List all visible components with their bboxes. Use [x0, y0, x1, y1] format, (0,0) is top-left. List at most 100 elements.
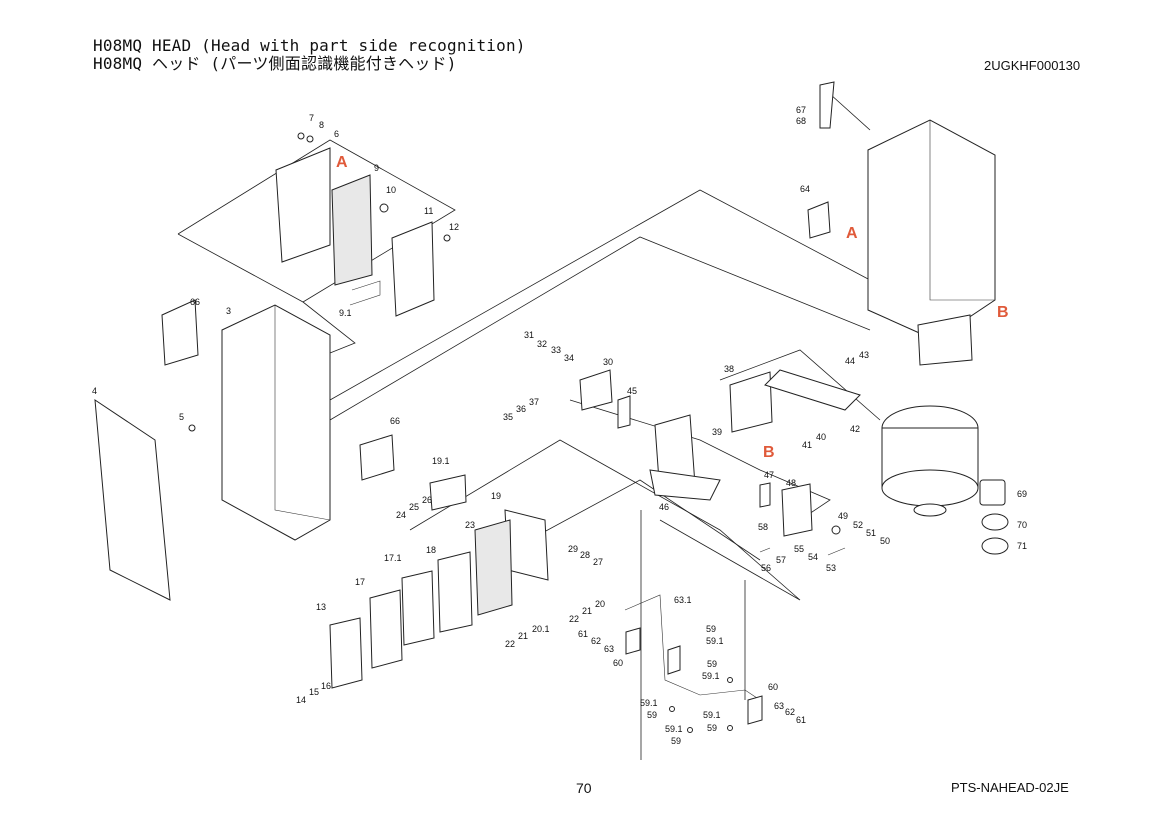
callout: 25 — [409, 502, 419, 512]
callout: 14 — [296, 695, 306, 705]
callout: 51 — [866, 528, 876, 538]
callout: 66 — [390, 416, 400, 426]
document-id: 2UGKHF000130 — [984, 58, 1081, 73]
head-main-frame — [807, 81, 996, 366]
callout: 24 — [396, 510, 406, 520]
callout: 35 — [503, 412, 513, 422]
callout: 68 — [796, 116, 806, 126]
callout: 38 — [724, 364, 734, 374]
callout: 18 — [426, 545, 436, 555]
callout: 59 — [706, 624, 716, 634]
ref-letter-a-upper-left: A — [336, 154, 348, 171]
callout: 19.1 — [432, 456, 450, 466]
callout: 63.1 — [674, 595, 692, 605]
ref-letters: A A B B — [336, 154, 1009, 461]
callout: 61 — [796, 715, 806, 725]
callout: 63 — [774, 701, 784, 711]
callout: 8 — [319, 120, 324, 130]
callout: 57 — [776, 555, 786, 565]
callout: 15 — [309, 687, 319, 697]
callout: 66 — [190, 297, 200, 307]
callout: 69 — [1017, 489, 1027, 499]
callout: 27 — [593, 557, 603, 567]
callout-labels: 67 68 64 7 8 6 9 10 11 12 9.1 66 3 4 5 6… — [92, 105, 1027, 746]
ref-letter-b-frame: B — [997, 304, 1009, 321]
callout: 11 — [424, 206, 433, 216]
callout: 39 — [712, 427, 722, 437]
callout: 29 — [568, 544, 578, 554]
callout: 4 — [92, 386, 97, 396]
ref-letter-b-bracket: B — [763, 444, 775, 461]
callout: 59 — [707, 659, 717, 669]
callout: 59 — [707, 723, 717, 733]
tube-bracket-assembly — [624, 594, 763, 733]
callout: 55 — [794, 544, 804, 554]
callout: 23 — [465, 520, 475, 530]
callout: 60 — [613, 658, 623, 668]
ref-letter-a-frame: A — [846, 225, 858, 242]
callout: 30 — [603, 357, 613, 367]
callout: 20 — [595, 599, 605, 609]
callout: 59.1 — [640, 698, 658, 708]
callout: 59.1 — [702, 671, 720, 681]
callout: 59 — [671, 736, 681, 746]
callout: 33 — [551, 345, 561, 355]
sensor-board-assembly — [275, 132, 451, 317]
lower-board-assembly — [329, 474, 549, 689]
callout: 17 — [355, 577, 365, 587]
callout: 21 — [518, 631, 528, 641]
callout: 59.1 — [706, 636, 724, 646]
callout: 64 — [800, 184, 810, 194]
callout: 10 — [386, 185, 396, 195]
page-number: 70 — [576, 780, 592, 796]
callout: 9 — [374, 163, 379, 173]
callout: 71 — [1017, 541, 1027, 551]
callout: 22 — [569, 614, 579, 624]
callout: 54 — [808, 552, 818, 562]
callout: 43 — [859, 350, 869, 360]
callout: 32 — [537, 339, 547, 349]
callout: 13 — [316, 602, 326, 612]
callout: 53 — [826, 563, 836, 573]
callout: 47 — [764, 470, 774, 480]
callout: 36 — [516, 404, 526, 414]
callout: 49 — [838, 511, 848, 521]
rotary-nozzle-unit — [881, 405, 1009, 555]
callout: 63 — [604, 644, 614, 654]
title-japanese: H08MQ ヘッド (パーツ側面認識機能付きヘッド) — [93, 54, 457, 73]
callout: 12 — [449, 222, 459, 232]
callout: 58 — [758, 522, 768, 532]
callout: 21 — [582, 606, 592, 616]
callout: 26 — [422, 495, 432, 505]
callout: 5 — [179, 412, 184, 422]
callout: 70 — [1017, 520, 1027, 530]
callout: 16 — [321, 681, 331, 691]
head-cover-assembly — [94, 299, 395, 601]
callout: 19 — [491, 491, 501, 501]
callout: 61 — [578, 629, 588, 639]
callout: 9.1 — [339, 308, 352, 318]
callout: 59.1 — [665, 724, 683, 734]
callout: 31 — [524, 330, 534, 340]
callout: 52 — [853, 520, 863, 530]
callout: 48 — [786, 478, 796, 488]
callout: 17.1 — [384, 553, 402, 563]
callout: 34 — [564, 353, 574, 363]
document-reference: PTS-NAHEAD-02JE — [951, 780, 1069, 795]
callout: 59 — [647, 710, 657, 720]
callout: 40 — [816, 432, 826, 442]
title-english: H08MQ HEAD (Head with part side recognit… — [93, 36, 526, 55]
callout: 42 — [850, 424, 860, 434]
callout: 59.1 — [703, 710, 721, 720]
callout: 46 — [659, 502, 669, 512]
callout: 56 — [761, 563, 771, 573]
callout: 62 — [785, 707, 795, 717]
callout: 60 — [768, 682, 778, 692]
callout: 3 — [226, 306, 231, 316]
callout: 22 — [505, 639, 515, 649]
callout: 20.1 — [532, 624, 550, 634]
camera-bracket-assembly — [579, 369, 861, 556]
callout: 28 — [580, 550, 590, 560]
callout: 50 — [880, 536, 890, 546]
